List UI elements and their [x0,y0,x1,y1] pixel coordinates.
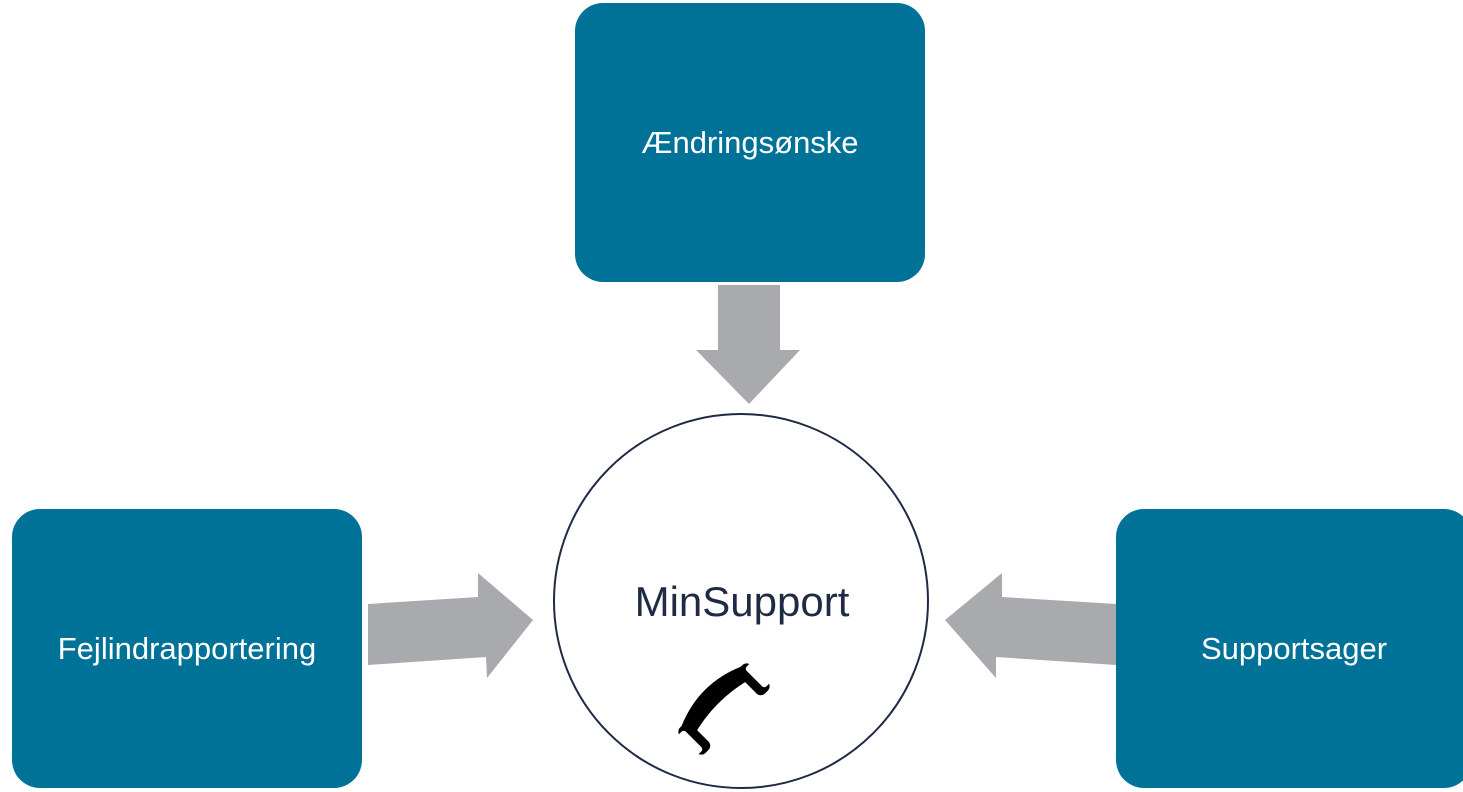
input-box-label: Fejlindrapportering [57,630,317,666]
input-box-aendringsoenske: Ændringsønske [575,3,925,282]
input-box-supportsager: Supportsager [1116,509,1463,788]
arrow-top-to-center [696,285,800,404]
arrow-left-to-center [368,573,533,678]
input-box-label: Supportsager [1200,630,1388,666]
input-box-fejlindrapportering: Fejlindrapportering [12,509,362,788]
center-label: MinSupport [634,578,850,625]
phone-icon [678,663,770,755]
arrow-right-to-center [945,573,1116,678]
center-circle [553,413,929,789]
input-box-label: Ændringsønske [641,124,859,160]
